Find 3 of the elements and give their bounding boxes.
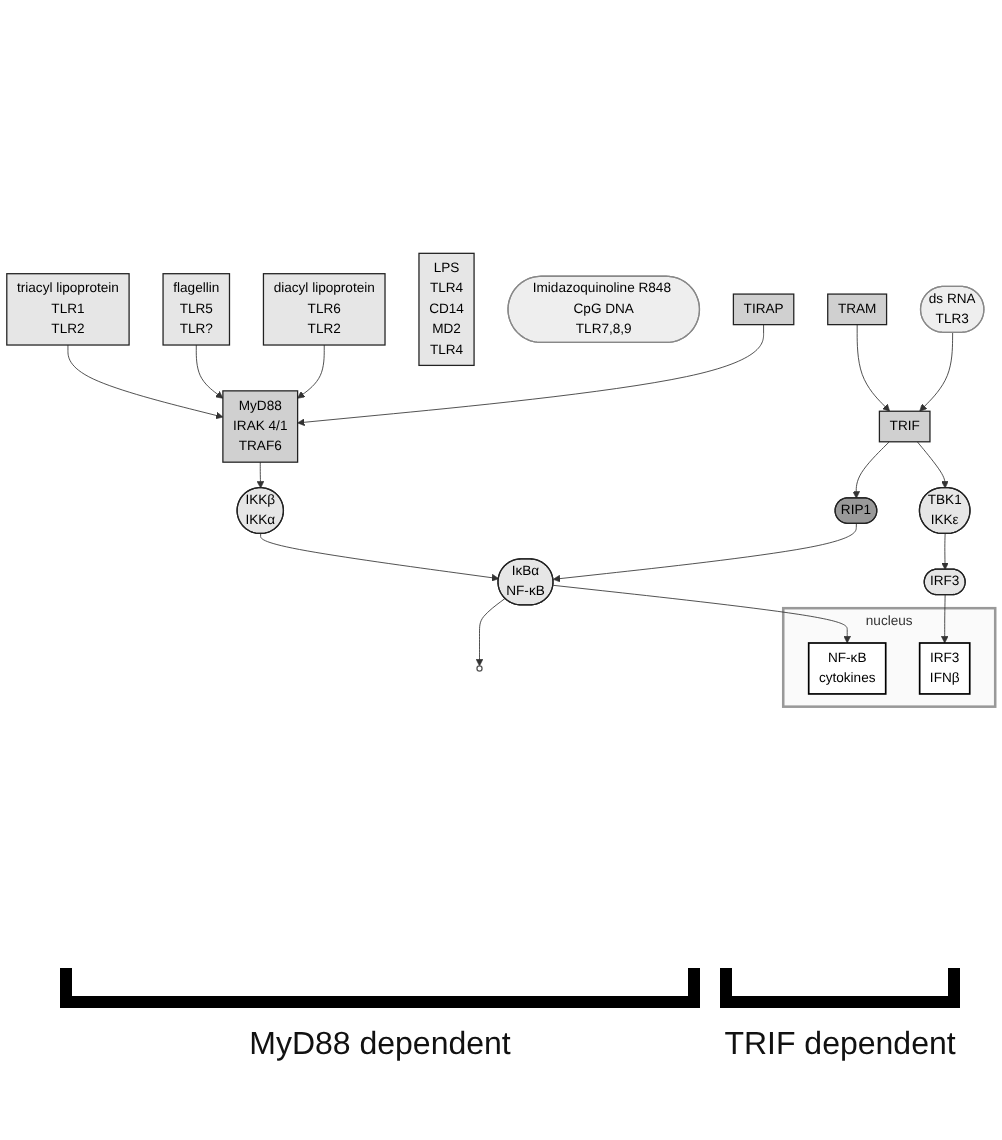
node-circle <box>476 665 483 672</box>
pathway-label: MyD88 dependent <box>247 1028 513 1064</box>
pathway-label: TRIF dependent <box>722 1028 958 1064</box>
